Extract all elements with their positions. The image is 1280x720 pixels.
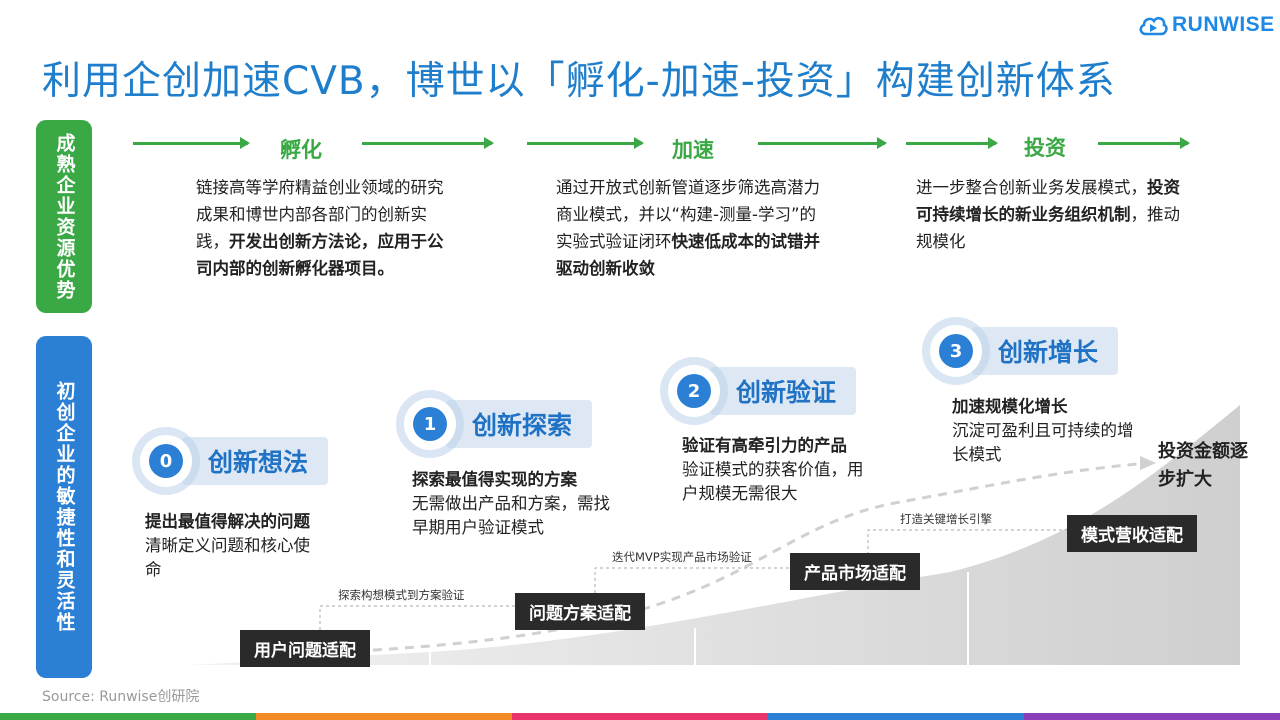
fit-label-user-problem: 用户问题适配	[240, 630, 370, 667]
stage-desc-bold: 加速规模化增长	[952, 397, 1068, 416]
stage-desc-plain: 验证模式的获客价值，用户规模无需很大	[682, 460, 864, 503]
color-strip	[256, 713, 512, 720]
color-strip	[512, 713, 768, 720]
stage-label: 创新想法	[182, 437, 329, 485]
transition-caption-1: 探索构想模式到方案验证	[338, 588, 465, 602]
phase-desc-plain: 进一步整合创新业务发展模式，	[916, 178, 1147, 197]
phase-desc-plain: ，推动规模化	[916, 205, 1180, 251]
stage-desc-plain: 沉淀可盈利且可持续的增长模式	[952, 421, 1134, 464]
side-label-top-text: 成熟企业资源优势	[53, 132, 76, 301]
color-strip	[768, 713, 1024, 720]
transition-caption-2: 迭代MVP实现产品市场验证	[612, 550, 752, 564]
growth-curve-dashed	[244, 461, 1151, 658]
phase-desc-plain: 通过开放式创新管道逐步筛选高潜力商业模式，并以“构建-测量-学习”的实验式验证闭…	[556, 178, 820, 251]
phase-arrow-right	[1098, 137, 1190, 149]
fit-label-problem-solution: 问题方案适配	[515, 593, 645, 630]
stage-badge-2: 2 创新验证	[668, 365, 857, 417]
transition-caption-3: 打造关键增长引擎	[900, 512, 992, 526]
stage-number: 0	[149, 444, 183, 478]
phase-desc-incubate: 链接高等学府精益创业领域的研究成果和博世内部各部门的创新实践，开发出创新方法论，…	[196, 174, 458, 282]
phase-desc-plain: 链接高等学府精益创业领域的研究成果和博世内部各部门的创新实践，	[196, 178, 444, 251]
stage-number: 2	[677, 374, 711, 408]
side-label-bottom-text: 初创企业的敏捷性和灵活性	[53, 381, 76, 633]
step-connector	[594, 567, 790, 593]
side-label-startup-agility: 初创企业的敏捷性和灵活性	[36, 336, 92, 678]
phase-arrow-left	[906, 137, 998, 149]
phase-arrow-right	[362, 137, 494, 149]
phase-desc-bold: 开发出创新方法论，应用于公司内部的创新孵化器项目。	[196, 232, 444, 278]
phase-arrow-left	[527, 137, 644, 149]
phase-desc-bold: 快速低成本的试错并驱动创新收敛	[556, 232, 820, 278]
fit-label-product-market: 产品市场适配	[790, 553, 920, 590]
stage-desc-0: 提出最值得解决的问题清晰定义问题和核心使命	[145, 510, 325, 582]
fit-label-model-revenue: 模式营收适配	[1067, 515, 1197, 552]
stage-number-circle: 1	[404, 398, 456, 450]
side-label-mature-resources: 成熟企业资源优势	[36, 120, 92, 313]
logo-text: RUNWISE	[1172, 13, 1275, 36]
stage-label: 创新增长	[972, 327, 1119, 375]
stage-number-circle: 2	[668, 365, 720, 417]
source-note: Source: Runwise创研院	[42, 689, 200, 705]
phase-title-accelerate: 加速	[672, 138, 714, 162]
stage-badge-1: 1 创新探索	[404, 398, 593, 450]
runwise-logo: RUNWISE	[1138, 10, 1275, 40]
phase-title-incubate: 孵化	[280, 138, 322, 162]
cloud-play-icon	[1139, 16, 1168, 36]
page-title: 利用企创加速CVB，博世以「孵化-加速-投资」构建创新体系	[42, 59, 1116, 104]
investment-label: 投资金额逐步扩大	[1158, 441, 1248, 490]
stage-number: 3	[939, 334, 973, 368]
stage-badge-0: 0 创新想法	[140, 435, 329, 487]
stage-label: 创新验证	[710, 367, 857, 415]
step-connector	[867, 529, 1067, 555]
phase-title-invest: 投资	[1024, 136, 1066, 160]
phase-desc-accelerate: 通过开放式创新管道逐步筛选高潜力商业模式，并以“构建-测量-学习”的实验式验证闭…	[556, 174, 820, 282]
phase-desc-invest: 进一步整合创新业务发展模式，投资可持续增长的新业务组织机制，推动规模化	[916, 174, 1180, 255]
color-strip	[1024, 713, 1280, 720]
stage-desc-1: 探索最值得实现的方案无需做出产品和方案，需找早期用户验证模式	[412, 468, 612, 540]
stage-number-circle: 3	[930, 325, 982, 377]
stage-desc-bold: 提出最值得解决的问题	[145, 512, 310, 531]
stage-number-circle: 0	[140, 435, 192, 487]
stage-desc-3: 加速规模化增长沉淀可盈利且可持续的增长模式	[952, 395, 1147, 467]
stage-desc-2: 验证有高牵引力的产品验证模式的获客价值，用户规模无需很大	[682, 434, 872, 506]
stage-desc-bold: 验证有高牵引力的产品	[682, 436, 847, 455]
stage-number: 1	[413, 407, 447, 441]
bottom-color-bar	[0, 713, 1280, 720]
stage-desc-bold: 探索最值得实现的方案	[412, 470, 577, 489]
stage-badge-3: 3 创新增长	[930, 325, 1119, 377]
stage-label: 创新探索	[446, 400, 593, 448]
color-strip	[0, 713, 256, 720]
stage-desc-plain: 清晰定义问题和核心使命	[145, 536, 310, 579]
phase-arrow-left	[133, 137, 250, 149]
growth-area	[190, 405, 1240, 665]
step-connector	[319, 605, 515, 630]
growth-curve-arrowhead	[1140, 456, 1156, 470]
stage-desc-plain: 无需做出产品和方案，需找早期用户验证模式	[412, 494, 610, 537]
phase-desc-bold: 投资可持续增长的新业务组织机制	[916, 178, 1180, 224]
phase-arrow-right	[758, 137, 887, 149]
